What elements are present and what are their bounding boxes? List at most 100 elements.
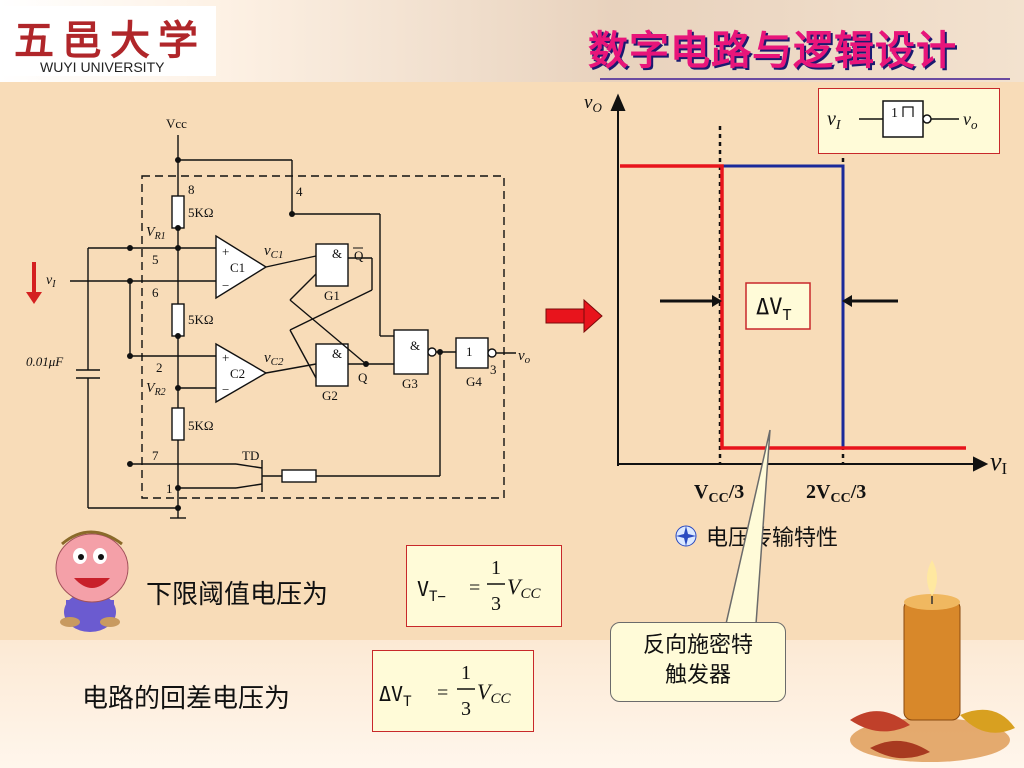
svg-text:VT−: VT− bbox=[417, 577, 446, 605]
svg-text:VCC: VCC bbox=[477, 679, 511, 707]
hy-lhs-sub: T bbox=[403, 694, 412, 710]
pin7-label: 7 bbox=[152, 448, 159, 463]
g3-label: G3 bbox=[402, 376, 418, 391]
pin4-label: 4 bbox=[296, 184, 303, 199]
svg-text:VR2: VR2 bbox=[146, 381, 166, 398]
vcc-label: Vcc bbox=[166, 116, 187, 131]
svg-text:vI: vI bbox=[990, 447, 1008, 478]
pin5-label: 5 bbox=[152, 252, 159, 267]
pin6-label: 6 bbox=[152, 285, 159, 300]
svg-text:vI: vI bbox=[827, 108, 842, 133]
schmitt-vo: v bbox=[963, 109, 971, 129]
vr1-sub: R1 bbox=[154, 231, 166, 242]
lt-lhs-sub: T− bbox=[429, 589, 446, 605]
g2-label: G2 bbox=[322, 388, 338, 403]
svg-text:vC1: vC1 bbox=[264, 243, 284, 261]
university-logo: 五邑大学 WUYI UNIVERSITY bbox=[4, 6, 216, 76]
lt-num: 1 bbox=[491, 557, 501, 579]
transfer-arrow-head bbox=[583, 298, 603, 334]
lt-den: 3 bbox=[491, 593, 501, 615]
vi-label: v bbox=[46, 273, 53, 288]
callout-box: 反向施密特 触发器 bbox=[610, 622, 786, 702]
slide-title: 数字电路与逻辑设计 bbox=[588, 28, 957, 74]
logo-english: WUYI UNIVERSITY bbox=[40, 59, 165, 75]
vr2-label: V bbox=[146, 381, 156, 396]
lt-rhs: V bbox=[507, 574, 523, 599]
vi-sub: I bbox=[51, 279, 56, 290]
vc1-label: v bbox=[264, 243, 271, 259]
chip-boundary bbox=[141, 175, 505, 499]
lower-threshold-formula: VT− = 1 3 VCC bbox=[406, 545, 562, 627]
vo-label: v bbox=[518, 348, 525, 364]
g2-symbol: & bbox=[332, 346, 342, 361]
svg-text:VR1: VR1 bbox=[146, 225, 166, 242]
x-axis-label: v bbox=[990, 447, 1002, 476]
schmitt-gate-label: 1 bbox=[891, 106, 898, 121]
tick-low-main: V bbox=[694, 481, 709, 503]
c2-plus: + bbox=[222, 350, 229, 365]
pin2-label: 2 bbox=[156, 360, 163, 375]
pin1-label: 1 bbox=[166, 481, 173, 496]
r-mid-label: 5KΩ bbox=[188, 312, 214, 327]
q-label: Q bbox=[358, 370, 368, 385]
callout-line1: 反向施密特 bbox=[642, 633, 753, 658]
svg-text:vI: vI bbox=[46, 273, 56, 290]
lower-threshold-label: 下限阈值电压为 bbox=[146, 580, 329, 610]
hysteresis-icon bbox=[902, 106, 914, 117]
r-top-label: 5KΩ bbox=[188, 205, 214, 220]
td-label: TD bbox=[242, 448, 259, 463]
svg-text:vC2: vC2 bbox=[264, 350, 284, 368]
caption-bullet-icon bbox=[675, 525, 697, 547]
hysteresis-label: 电路的回差电压为 bbox=[82, 684, 291, 714]
hysteresis-formula: ΔVT = 1 3 VCC bbox=[372, 650, 534, 732]
tick-high-tail: /3 bbox=[850, 481, 867, 503]
g4-label: G4 bbox=[466, 374, 482, 389]
cap-label: 0.01μF bbox=[26, 354, 64, 369]
vr1-label: V bbox=[146, 225, 156, 240]
c1-minus: − bbox=[222, 278, 229, 293]
hy-rhs-sub: CC bbox=[490, 691, 511, 707]
vc2-sub: C2 bbox=[271, 356, 284, 368]
svg-text:2VCC/3: 2VCC/3 bbox=[806, 481, 866, 506]
schmitt-symbol-box: 1 vI vo bbox=[818, 88, 1000, 154]
svg-text:vO: vO bbox=[584, 92, 602, 115]
graph-axes bbox=[610, 93, 989, 472]
vc1-sub: C1 bbox=[271, 249, 284, 261]
red-series bbox=[620, 164, 966, 450]
graph-caption: 电压传输特性 bbox=[706, 526, 838, 551]
tick-high-main: 2V bbox=[806, 481, 831, 503]
tick-high-sub: CC bbox=[830, 491, 850, 506]
g3-symbol: & bbox=[410, 338, 420, 353]
delta-box bbox=[745, 282, 811, 330]
hy-den: 3 bbox=[461, 698, 471, 720]
r-bot-label: 5KΩ bbox=[188, 418, 214, 433]
c2-minus: − bbox=[222, 382, 229, 397]
y-axis-label: v bbox=[584, 92, 593, 113]
g1-symbol: & bbox=[332, 246, 342, 261]
lt-lhs: V bbox=[417, 577, 429, 601]
svg-text:vo: vo bbox=[963, 109, 978, 132]
svg-text:ΔVT: ΔVT bbox=[379, 682, 412, 710]
vc2-label: v bbox=[264, 350, 271, 366]
hy-num: 1 bbox=[461, 662, 471, 684]
logo-chinese: 五邑大学 bbox=[14, 17, 206, 64]
g1-label: G1 bbox=[324, 288, 340, 303]
delta-sub: T bbox=[783, 306, 792, 324]
title-underline bbox=[600, 78, 1010, 80]
schmitt-vi-sub: I bbox=[835, 118, 842, 133]
hy-rhs: V bbox=[477, 679, 493, 704]
qbar-label: Q bbox=[354, 248, 364, 263]
tick-low-sub: CC bbox=[708, 491, 728, 506]
tick-low-tail: /3 bbox=[728, 481, 745, 503]
lt-eq: = bbox=[469, 577, 480, 599]
delta-label: ΔV bbox=[756, 295, 783, 320]
vo-sub: o bbox=[525, 354, 531, 366]
callout-line2: 触发器 bbox=[664, 663, 731, 688]
svg-text:VCC: VCC bbox=[507, 574, 541, 602]
svg-text:ΔVT: ΔVT bbox=[756, 295, 792, 324]
c1-label: C1 bbox=[230, 260, 245, 275]
x-axis-sub: I bbox=[1002, 459, 1008, 478]
hy-lhs: ΔV bbox=[379, 682, 403, 706]
